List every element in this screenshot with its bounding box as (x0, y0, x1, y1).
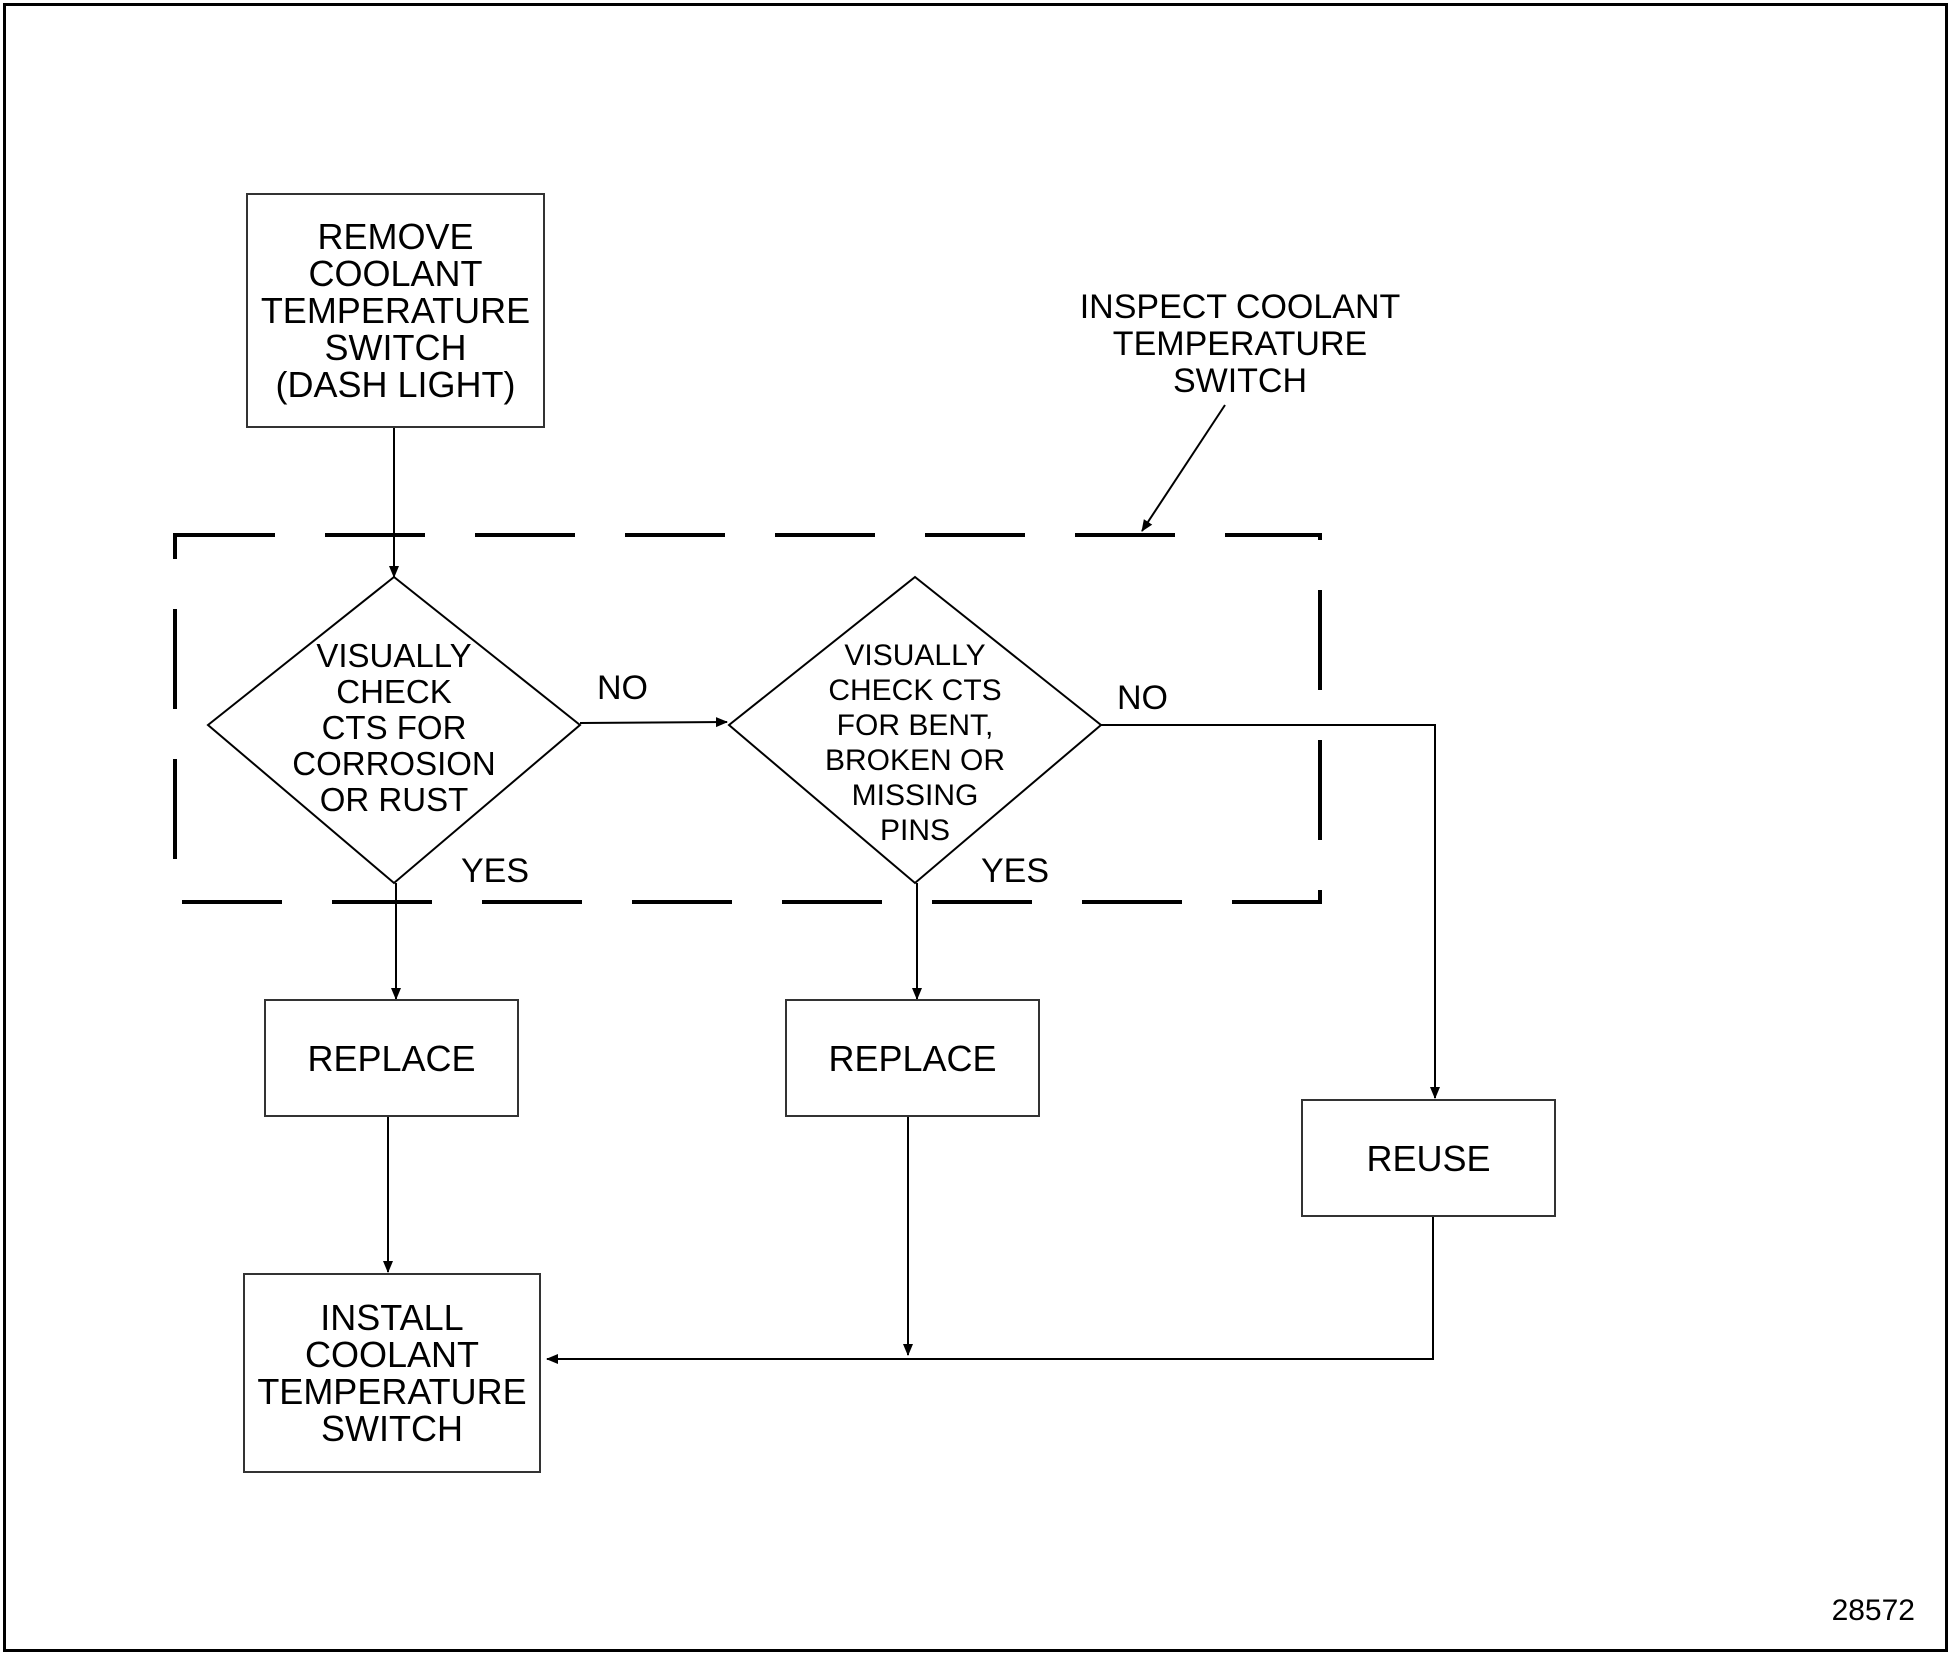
figure-frame (3, 3, 1948, 1652)
edge-reuse-to-install (546, 1217, 1434, 1364)
decision-pins-shape (727, 575, 1103, 885)
inspect-group-label: INSPECT COOLANT TEMPERATURE SWITCH (1079, 288, 1401, 400)
yes-label-1: YES (460, 852, 530, 890)
decision-pins-text: VISUALLY CHECK CTS FOR BENT, BROKEN OR M… (824, 639, 1006, 847)
install-switch-step: INSTALL COOLANT TEMPERATURE SWITCH (243, 1273, 541, 1473)
figure-number: 28572 (1831, 1594, 1915, 1627)
remove-switch-step: REMOVE COOLANT TEMPERATURE SWITCH (DASH … (246, 193, 545, 428)
edge-check2-no-to-reuse (1101, 724, 1440, 1099)
decision-corrosion-shape (206, 575, 582, 885)
no-label-1: NO (597, 669, 648, 707)
decision-corrosion-text: VISUALLY CHECK CTS FOR CORROSION OR RUST (292, 637, 496, 818)
yes-label-2: YES (980, 852, 1050, 890)
reuse-step: REUSE (1301, 1099, 1556, 1217)
edge-check1-no-to-check2 (579, 717, 728, 728)
replace-step-corrosion: REPLACE (264, 999, 519, 1117)
replace-step-pins: REPLACE (785, 999, 1040, 1117)
no-label-2: NO (1117, 679, 1168, 717)
group-label-pointer (1141, 404, 1226, 532)
